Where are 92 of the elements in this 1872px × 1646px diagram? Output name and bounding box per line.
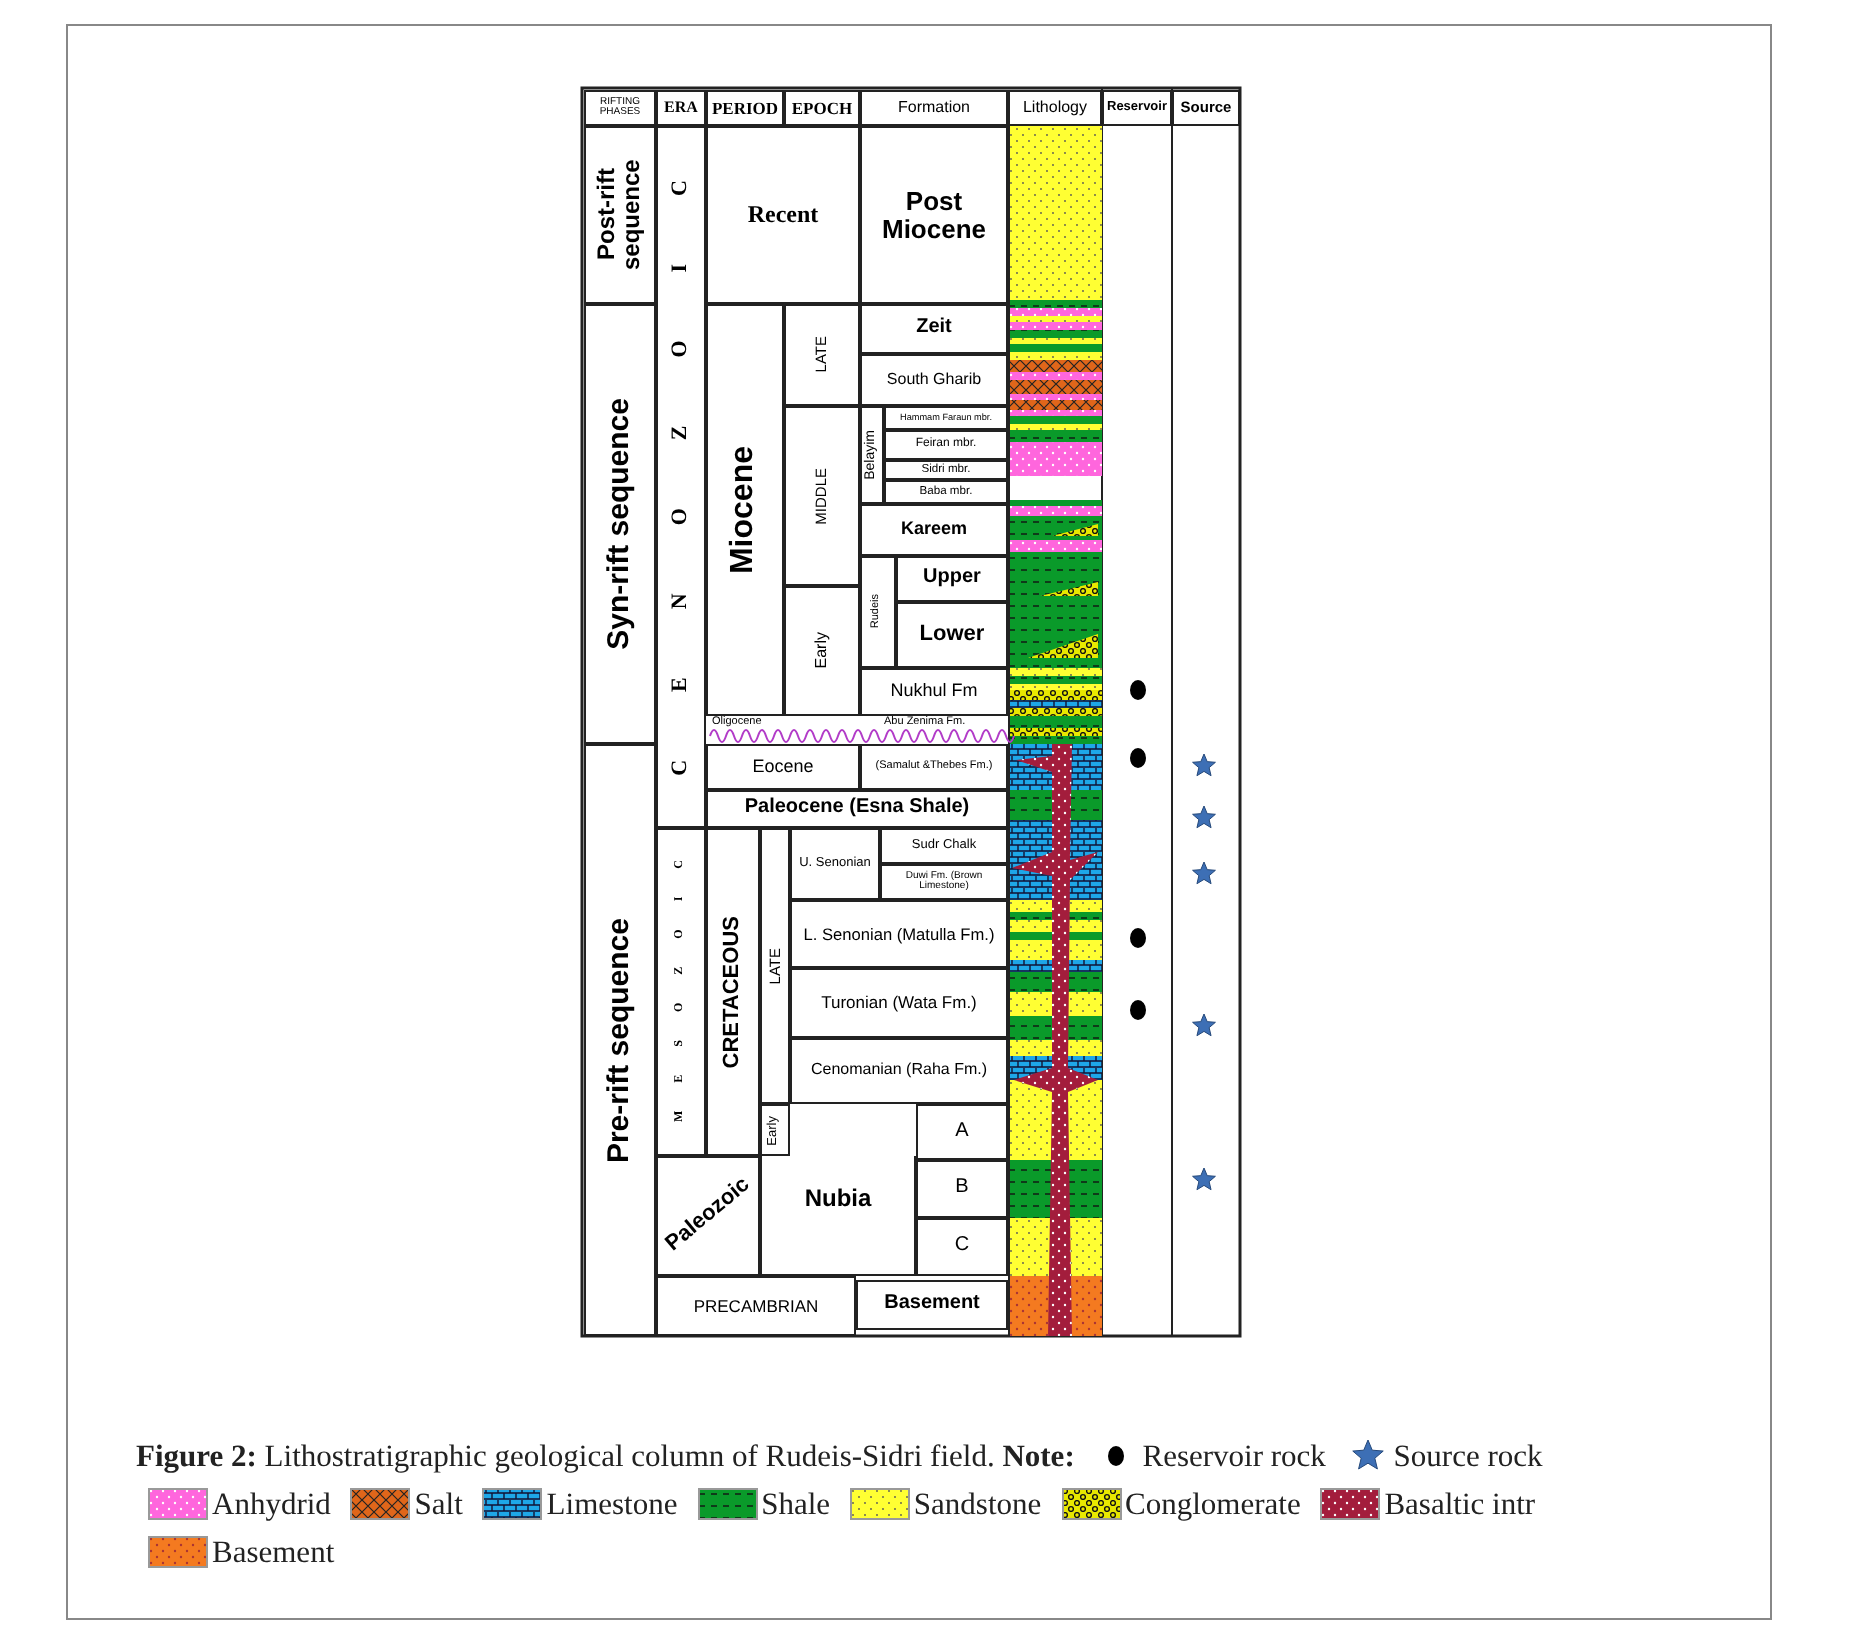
- unit-cell: [656, 126, 706, 828]
- unit-cell: [584, 744, 656, 1336]
- unit-cell: [784, 406, 860, 586]
- unit-cell: [880, 828, 1008, 864]
- column-heading: Lithology: [1022, 99, 1088, 117]
- unit-name: CRETACEOUS: [721, 915, 745, 1069]
- legend-label: Conglomerate: [1125, 1488, 1301, 1522]
- legend-label: Shale: [761, 1488, 831, 1522]
- unit-name: Syn-rift sequence: [604, 398, 636, 650]
- unit-name: PRECAMBRIAN: [693, 1297, 819, 1315]
- unit-cell: [790, 900, 1008, 968]
- unit-cell: [860, 304, 1008, 354]
- unit-name: Nukhul Fm: [890, 682, 978, 702]
- unit-cell: [916, 1104, 1008, 1160]
- unit-name: Zeit: [916, 318, 952, 340]
- unit-cell: [916, 1160, 1008, 1218]
- unit-cell: [790, 1038, 1008, 1104]
- header-cell: [1102, 90, 1172, 126]
- unit-cell: [884, 430, 1008, 460]
- unit-name: CENOZOIC: [669, 111, 692, 779]
- unit-name: South Gharib: [886, 371, 982, 389]
- legend-label: Source rock: [1393, 1440, 1543, 1474]
- unit-name: Nubia: [804, 1186, 872, 1212]
- unit-cell: [896, 602, 1008, 668]
- unit-cell: [916, 1218, 1008, 1276]
- column-heading: ERA: [664, 99, 698, 117]
- unit-cell: [584, 304, 656, 744]
- legend-label: Reservoir rock: [1142, 1440, 1326, 1474]
- unit-cell: [784, 304, 860, 406]
- unit-name: Lower: [919, 623, 985, 647]
- unit-cell: [860, 744, 1008, 790]
- unit-name: Cenomanian (Raha Fm.): [810, 1062, 988, 1080]
- unit-cell: [860, 126, 1008, 304]
- unit-cell: [760, 1156, 916, 1276]
- unit-name: Basement: [884, 1294, 980, 1316]
- legend-label: Salt: [414, 1488, 463, 1522]
- unit-name: Miocene: [728, 445, 762, 574]
- unit-name: Pre-rift sequence: [604, 917, 636, 1163]
- unit-cell: [706, 304, 784, 716]
- unit-cell: [790, 968, 1008, 1038]
- header-cell: [1008, 90, 1102, 126]
- unit-cell: [884, 406, 1008, 430]
- column-heading: Formation: [897, 99, 970, 117]
- unit-name: Upper: [923, 568, 981, 590]
- unit-cell: [884, 460, 1008, 480]
- unit-cell: [706, 790, 1008, 828]
- unit-name: Recent: [747, 202, 819, 228]
- unit-cell: [760, 1104, 790, 1156]
- unit-name: Paleocene (Esna Shale): [744, 798, 970, 820]
- unit-name: Post Miocene: [879, 187, 988, 243]
- column-heading: PERIOD: [711, 99, 779, 117]
- unit-cell: [656, 828, 706, 1156]
- unit-name: B: [955, 1178, 969, 1200]
- unit-cell: [884, 480, 1008, 504]
- unit-cell: [860, 668, 1008, 716]
- unit-cell: [860, 504, 1008, 556]
- unit-cell: [860, 406, 884, 504]
- unit-name: Eocene: [752, 757, 814, 777]
- unit-cell: [896, 556, 1008, 602]
- unit-cell: [880, 864, 1008, 900]
- figure-caption: Figure 2: Lithostratigraphic geological column of Rudeis-Sidri field. Note:: [136, 1440, 1075, 1474]
- unit-cell: [706, 828, 760, 1156]
- unit-cell: [760, 828, 790, 1104]
- header-cell: [706, 90, 784, 126]
- legend-label: Limestone: [546, 1488, 678, 1522]
- unit-cell: [860, 354, 1008, 406]
- legend-label: Sandstone: [913, 1488, 1042, 1522]
- legend-label: Basaltic intr: [1384, 1488, 1536, 1522]
- header-cell: [1172, 90, 1240, 126]
- header-cell: [584, 90, 656, 126]
- unit-name: Kareem: [900, 520, 968, 540]
- legend-label: Anhydrid: [212, 1488, 331, 1522]
- unit-name: Early: [813, 632, 831, 670]
- unit-cell: [656, 1156, 760, 1276]
- unit-cell: [706, 744, 860, 790]
- unit-cell: [584, 126, 656, 304]
- header-cell: [784, 90, 860, 126]
- header-cell: [656, 90, 706, 126]
- unit-name: Turonian (Wata Fm.): [821, 994, 977, 1012]
- unit-name: Post-rift sequence: [594, 157, 646, 275]
- unit-name: C: [954, 1236, 970, 1258]
- header-cell: [860, 90, 1008, 126]
- column-heading: EPOCH: [791, 99, 853, 117]
- unit-name: L. Senonian (Matulla Fm.): [803, 925, 995, 943]
- unit-cell: [656, 1276, 856, 1336]
- unit-name: A: [955, 1121, 969, 1143]
- legend-label: Basement: [212, 1536, 335, 1570]
- unit-cell: [856, 1280, 1008, 1330]
- unit-cell: [860, 556, 896, 668]
- unit-cell: [784, 586, 860, 716]
- unit-cell: [706, 126, 860, 304]
- unit-cell: [790, 828, 880, 900]
